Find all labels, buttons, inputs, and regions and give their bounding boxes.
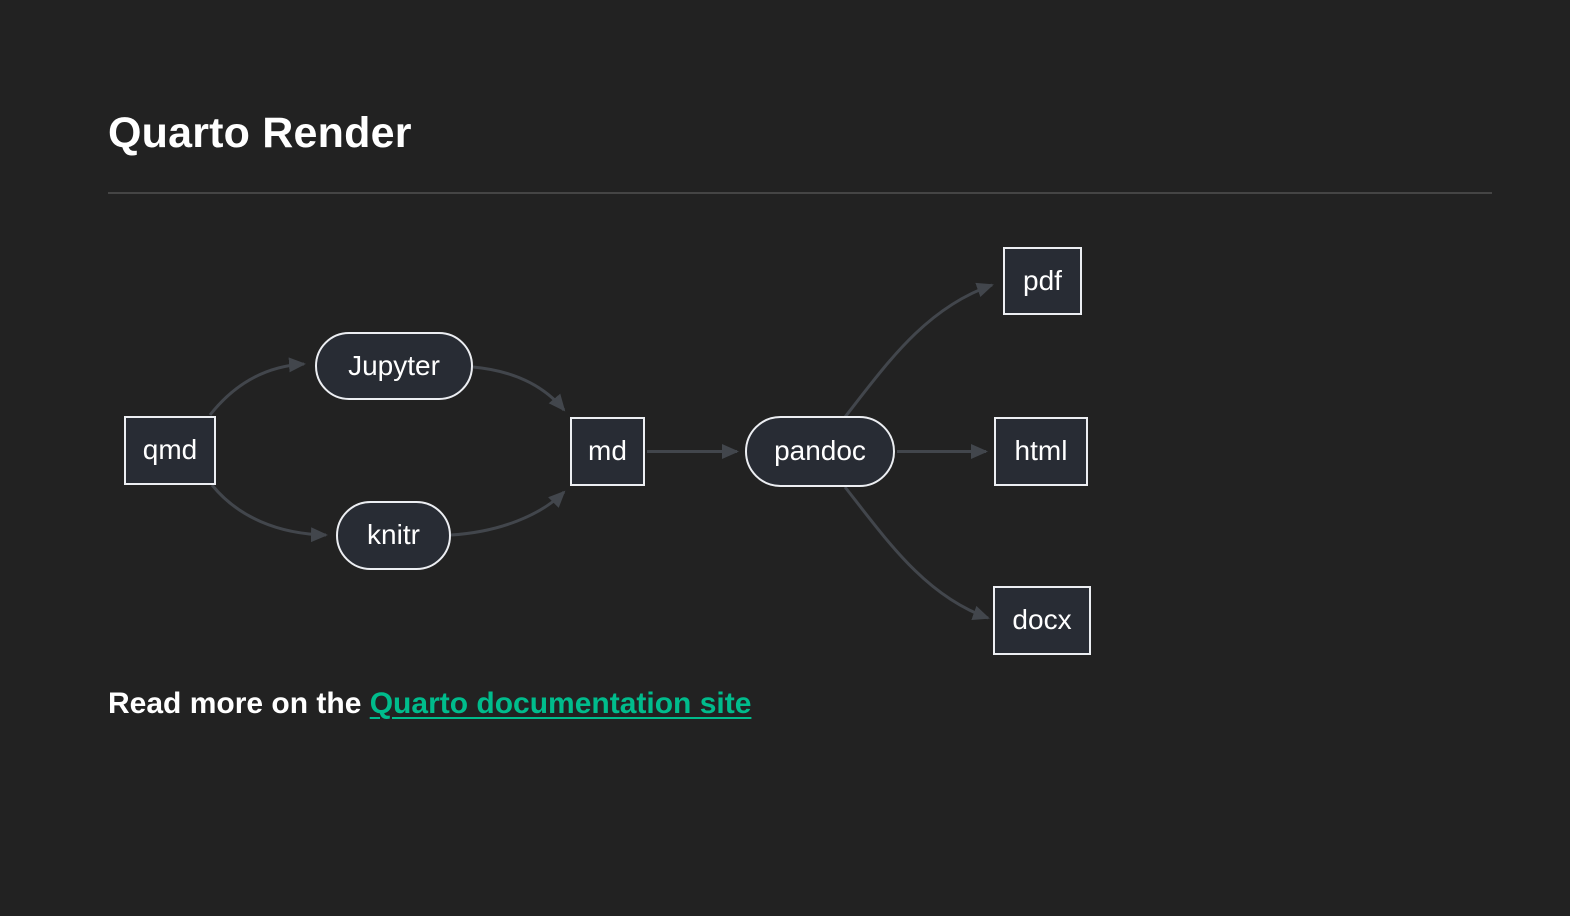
page-container: Quarto Render qmd Jupyter knitr md pando… <box>108 109 1492 726</box>
edge-qmd-knitr <box>210 483 328 543</box>
title-divider <box>108 191 1492 194</box>
node-qmd: qmd <box>124 415 216 485</box>
edge-pandoc-docx <box>843 485 990 620</box>
edge-jupyter-md <box>472 365 566 412</box>
edge-qmd-jupyter <box>208 357 306 416</box>
edge-pandoc-pdf <box>843 282 994 418</box>
flowchart-diagram: qmd Jupyter knitr md pandoc pdf html doc… <box>108 210 1108 655</box>
node-jupyter: Jupyter <box>315 331 473 400</box>
node-knitr: knitr <box>336 500 451 570</box>
node-html: html <box>994 416 1088 486</box>
node-md: md <box>570 416 645 486</box>
node-pdf: pdf <box>1003 246 1082 315</box>
read-more-text: Read more on the <box>108 686 370 720</box>
flowchart-edges <box>208 282 994 620</box>
read-more-paragraph: Read more on the Quarto documentation si… <box>108 681 1492 726</box>
edge-knitr-md <box>450 490 566 537</box>
page-title: Quarto Render <box>108 109 412 157</box>
quarto-documentation-link[interactable]: Quarto documentation site <box>369 686 752 720</box>
node-docx: docx <box>993 585 1091 655</box>
node-pandoc: pandoc <box>745 415 895 487</box>
